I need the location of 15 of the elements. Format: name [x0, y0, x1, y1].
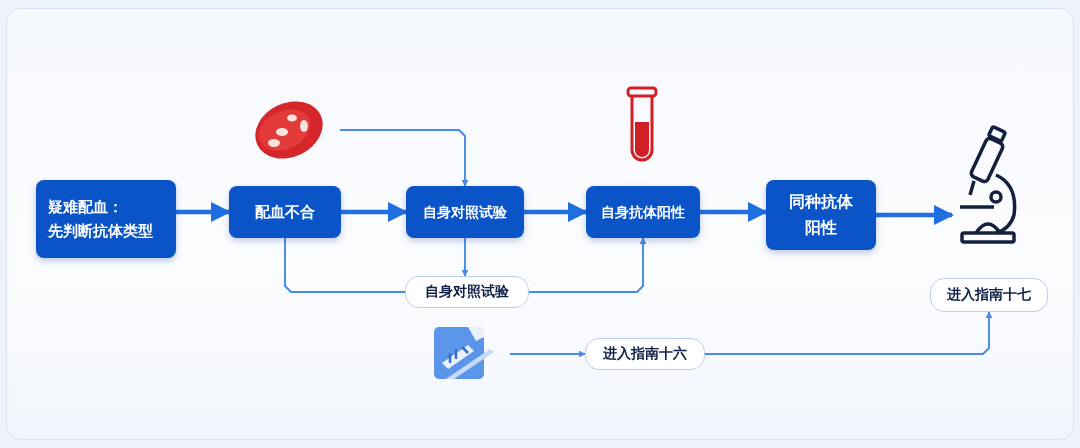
arrow	[704, 311, 993, 355]
label-pill: 进入指南十六	[585, 338, 705, 370]
arrow	[461, 237, 469, 277]
process-box: 同种抗体阳性	[766, 180, 876, 250]
arrow	[876, 204, 955, 226]
arrow	[509, 350, 586, 358]
process-box: 自身对照试验	[406, 186, 524, 238]
label-pill: 自身对照试验	[405, 276, 529, 308]
arrow	[339, 129, 469, 187]
arrow	[528, 237, 647, 293]
label-pill: 进入指南十七	[930, 278, 1048, 312]
process-box: 自身抗体阳性	[586, 186, 700, 238]
blood-cell-icon	[252, 98, 326, 162]
process-box: 疑难配血：先判断抗体类型	[36, 180, 176, 258]
process-box: 配血不合	[229, 186, 341, 238]
